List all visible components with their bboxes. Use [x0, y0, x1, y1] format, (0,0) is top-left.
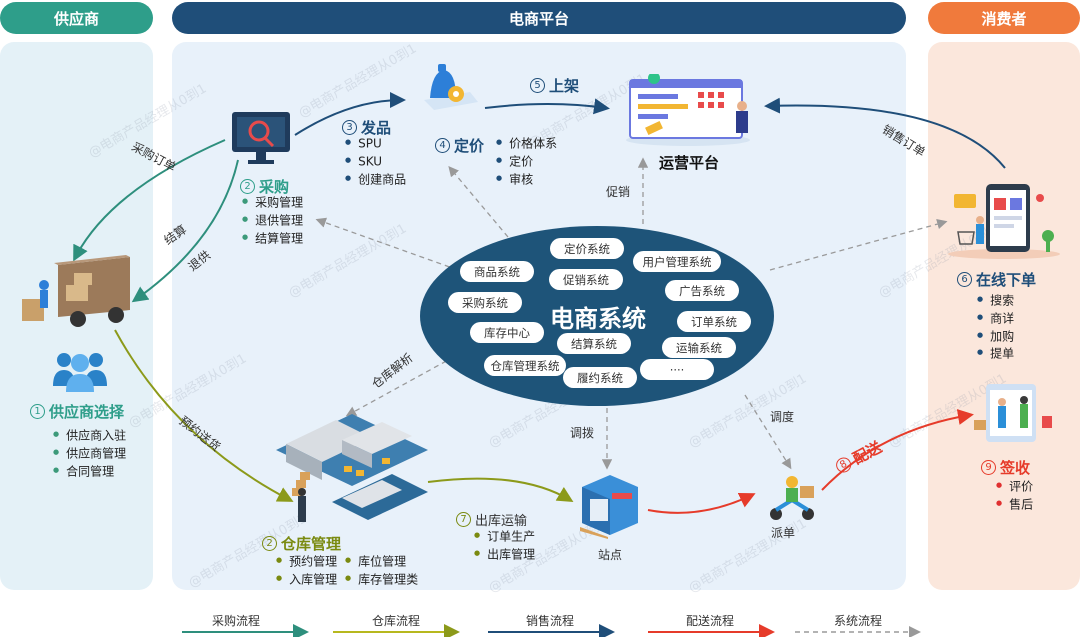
edge-promotion: 促销: [606, 185, 631, 199]
header-platform: 电商平台: [172, 2, 906, 34]
shopping-phone-icon: [948, 184, 1060, 259]
module-user-system: 用户管理系统: [633, 251, 721, 272]
shipping-list: SPUSKU创建商品: [345, 135, 406, 188]
edge-dispatch-sched: 调度: [770, 410, 795, 424]
pricing-list: 价格体系定价审核: [496, 135, 557, 188]
module-more: ····: [640, 359, 714, 380]
monitor-search-icon: [232, 112, 290, 164]
station-icon: [580, 475, 638, 539]
module-product-system: 商品系统: [460, 261, 534, 282]
module-ad-system: 广告系统: [665, 280, 739, 301]
receipt-phone-icon: [974, 384, 1052, 442]
header-consumer: 消费者: [928, 2, 1080, 34]
module-transport-system: 运输系统: [662, 337, 736, 358]
purchase-list: 采购管理退供管理结算管理: [242, 194, 303, 247]
supplier-people-icon: [53, 353, 107, 392]
module-procurement-system: 采购系统: [448, 292, 522, 313]
legend-system-flow: 系统流程: [834, 614, 883, 628]
receipt-list: 评价售后: [996, 478, 1033, 514]
module-wms: 仓库管理系统: [484, 355, 566, 376]
header-supplier: 供应商: [0, 2, 153, 34]
warehouse-list-right: 库位管理库存管理类: [345, 553, 418, 589]
ecommerce-system-title: 电商系统: [550, 305, 646, 333]
warehouse-icon: [276, 414, 428, 522]
module-order-system: 订单系统: [677, 311, 751, 332]
legend-delivery-flow: 配送流程: [686, 614, 735, 628]
supplier-select-list: 供应商入驻供应商管理合同管理: [53, 427, 126, 480]
edge-transfer: 调拨: [570, 426, 595, 440]
outbound-list: 订单生产出库管理: [474, 528, 535, 564]
truck-icon: [22, 255, 130, 327]
legend-warehouse-flow: 仓库流程: [372, 614, 421, 628]
module-settlement-system: 结算系统: [557, 333, 631, 354]
operations-screen-icon: [626, 74, 750, 146]
module-inventory-center: 库存中心: [470, 322, 544, 343]
pricing-bag-icon: [424, 64, 478, 110]
module-promotion-system: 促销系统: [549, 269, 623, 290]
legend-purchase-flow: 采购流程: [212, 614, 261, 628]
legend-sales-flow: 销售流程: [526, 614, 575, 628]
online-order-list: 搜索商详加购提单: [977, 292, 1014, 363]
operations-title: 运营平台: [659, 154, 720, 172]
warehouse-list-left: 预约管理入库管理: [276, 553, 337, 589]
module-pricing-system: 定价系统: [550, 238, 624, 259]
module-fulfillment-system: 履约系统: [563, 367, 637, 388]
station-label: 站点: [598, 548, 623, 562]
courier-icon: [770, 476, 814, 520]
dispatch-label: 派单: [771, 526, 796, 540]
